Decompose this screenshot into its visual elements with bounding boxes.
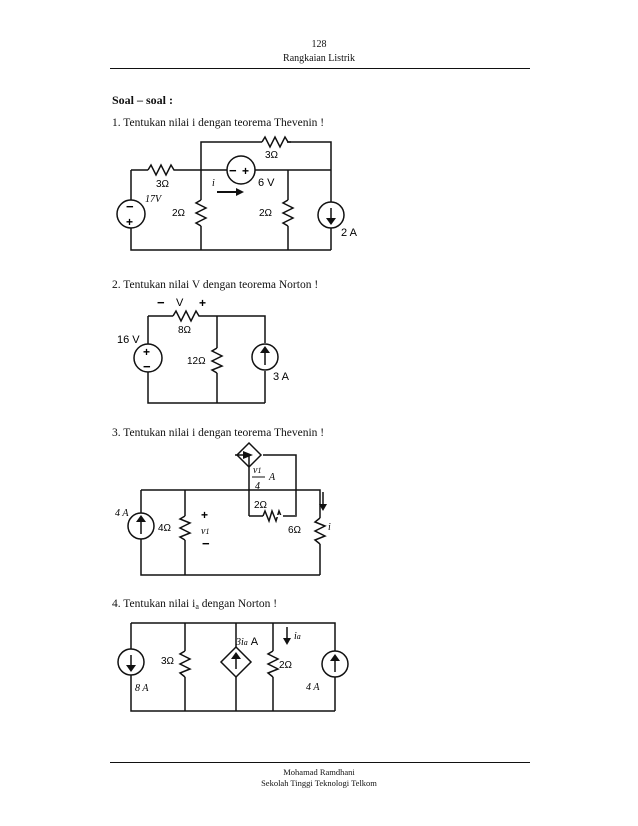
- c1-vs-mid-label: 6 V: [258, 177, 275, 189]
- problem-4-text: 4. Tentukan nilai ia dengan Norton !: [112, 598, 278, 611]
- vs1-minus: −: [126, 199, 134, 214]
- section-title: Soal – soal :: [112, 93, 174, 107]
- vs1-plus: +: [126, 215, 133, 229]
- circuit-3-figure: + − 4 A 4Ω v1 v1 A 4 2Ω 6Ω i: [113, 440, 343, 585]
- c4-r2-label: 2Ω: [279, 660, 293, 671]
- c1-vs-left-label: 17V: [145, 194, 163, 205]
- c2-is-label: 3 A: [273, 371, 290, 383]
- v1-minus: −: [202, 536, 210, 551]
- problem-1-text: 1. Tentukan nilai i dengan teorema Theve…: [112, 117, 325, 129]
- vs2-plus: +: [242, 164, 249, 178]
- page-number: 128: [311, 39, 327, 50]
- c3-r3-label: 6Ω: [288, 525, 302, 536]
- c1-is-label: 2 A: [341, 227, 358, 239]
- c2-r2-label: 12Ω: [187, 356, 206, 367]
- footer-institution: Sekolah Tinggi Teknologi Telkom: [261, 778, 377, 788]
- c1-rtop-label: 3Ω: [265, 150, 279, 161]
- v-plus: +: [199, 296, 206, 310]
- footer-rule: [110, 762, 530, 763]
- c3-v1-label: v1: [201, 526, 209, 537]
- c3-dep-num: v1: [253, 465, 261, 476]
- c4-r1-label: 3Ω: [161, 656, 175, 667]
- c1-r3-label: 2Ω: [259, 208, 273, 219]
- problem-3-text: 3. Tentukan nilai i dengan teorema Theve…: [112, 427, 325, 439]
- header-rule: [110, 68, 530, 69]
- c2-vs-label: 16 V: [117, 334, 140, 346]
- c4-is-right-label: 4 A: [306, 682, 320, 693]
- c3-is-label: 4 A: [115, 508, 129, 519]
- c2-v-label: V: [176, 297, 184, 309]
- v-minus: −: [157, 295, 165, 310]
- problem-2-text: 2. Tentukan nilai V dengan teorema Norto…: [112, 279, 319, 291]
- c1-current-label: i: [212, 178, 215, 189]
- v1-plus: +: [201, 508, 208, 522]
- footer-author: Mohamad Ramdhani: [283, 767, 355, 777]
- c4-current-label: ia: [294, 631, 301, 642]
- c3-dep-den: 4: [255, 481, 260, 492]
- c1-r1-label: 3Ω: [156, 179, 170, 190]
- c3-current-label: i: [328, 522, 331, 533]
- vs-plus: +: [143, 345, 150, 359]
- vs-minus: −: [143, 359, 151, 374]
- c2-r1-label: 8Ω: [178, 325, 192, 336]
- c3-r1-label: 4Ω: [158, 523, 172, 534]
- vs2-minus: −: [229, 163, 237, 178]
- running-title: Rangkaian Listrik: [283, 53, 355, 64]
- c3-r2-label: 2Ω: [254, 500, 268, 511]
- circuit-2-figure: + − − + V 8Ω 12Ω 16 V 3 A: [113, 293, 303, 411]
- c4-is-left-label: 8 A: [135, 683, 149, 694]
- c1-r2-label: 2Ω: [172, 208, 186, 219]
- c3-dep-unit: A: [268, 472, 276, 483]
- circuit-1-figure: − + − + 3Ω 3Ω 2Ω 2Ω 17V 6 V 2 A i: [113, 130, 383, 275]
